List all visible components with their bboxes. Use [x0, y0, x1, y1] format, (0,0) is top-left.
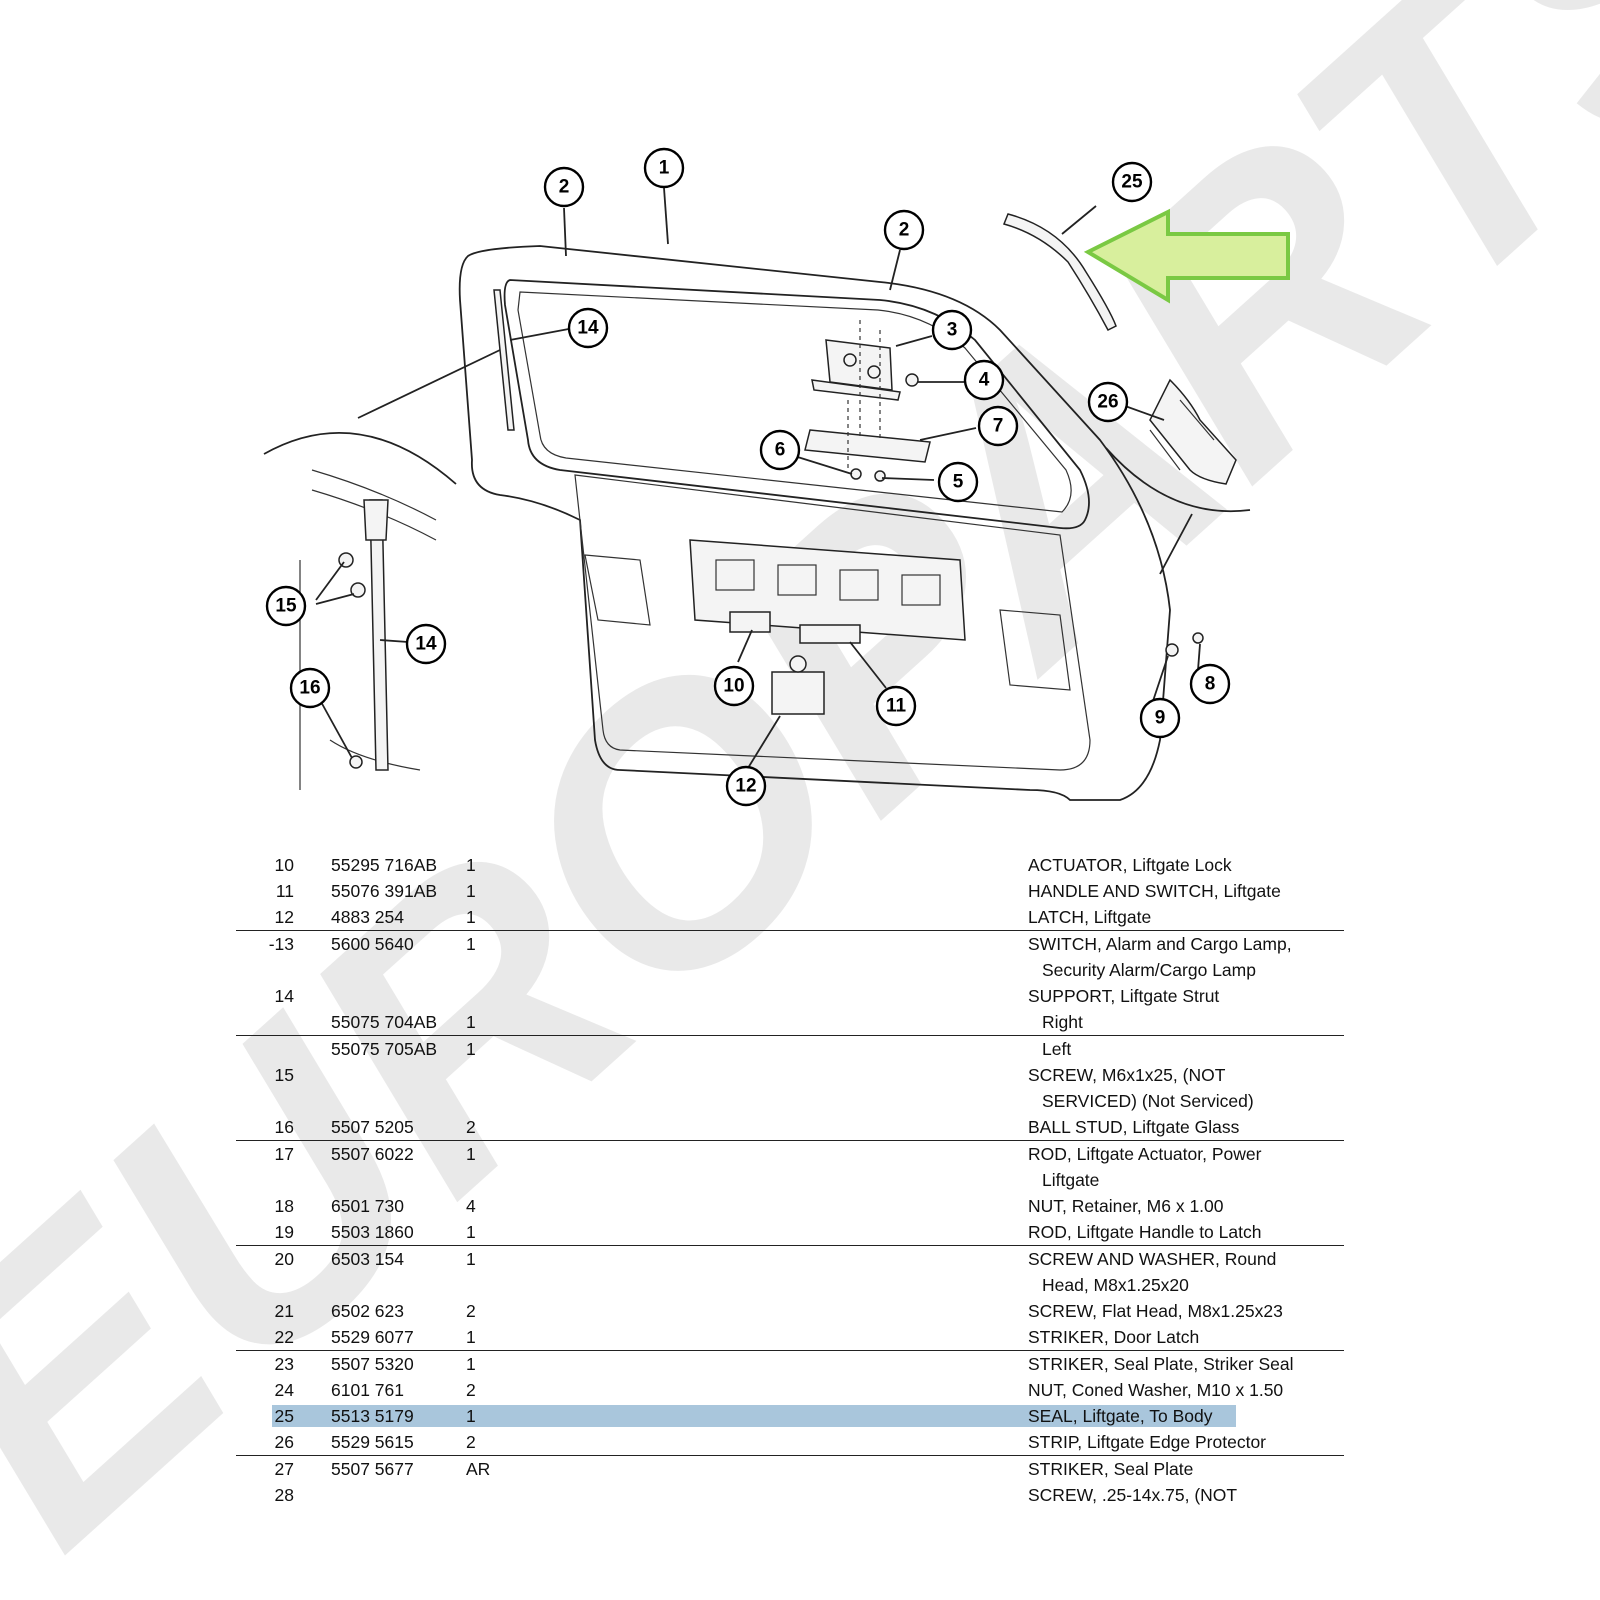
callout-5: 5 [937, 461, 979, 503]
table-row: Head, M8x1.25x20 [1042, 1275, 1189, 1295]
row-highlight [272, 1405, 1236, 1427]
svg-text:2: 2 [559, 177, 570, 198]
table-row: SERVICED) (Not Serviced) [1042, 1091, 1254, 1111]
callout-26: 26 [1087, 381, 1129, 423]
svg-text:25: 25 [1121, 172, 1143, 193]
liftgate-exploded-diagram: 1 2 2 3 4 7 6 5 14 25 26 8 9 10 11 12 15… [263, 147, 1290, 807]
callout-11: 11 [875, 685, 917, 727]
callout-2-right: 2 [883, 209, 925, 251]
callout-3: 3 [931, 309, 973, 351]
svg-text:12: 12 [735, 776, 756, 797]
callout-10: 10 [713, 665, 755, 707]
callout-8: 8 [1189, 663, 1231, 705]
callout-1: 1 [643, 147, 685, 189]
callout-15: 15 [265, 585, 307, 627]
table-row: Security Alarm/Cargo Lamp [1042, 960, 1256, 980]
svg-text:1: 1 [659, 158, 670, 179]
svg-text:6: 6 [775, 440, 786, 461]
table-row: Liftgate [1042, 1170, 1100, 1190]
callout-9: 9 [1139, 697, 1181, 739]
callout-4: 4 [963, 359, 1005, 401]
callout-7: 7 [977, 405, 1019, 447]
callout-6: 6 [759, 429, 801, 471]
callout-16: 16 [289, 667, 331, 709]
svg-text:4: 4 [979, 370, 990, 391]
highlight-arrow [1083, 208, 1290, 304]
callout-14-detail: 14 [405, 623, 447, 665]
svg-text:15: 15 [275, 596, 297, 617]
svg-text:14: 14 [415, 634, 437, 655]
svg-text:2: 2 [899, 220, 910, 241]
svg-text:7: 7 [993, 416, 1004, 437]
svg-text:16: 16 [299, 678, 320, 699]
svg-text:5: 5 [953, 472, 964, 493]
callout-25: 25 [1111, 161, 1153, 203]
svg-text:11: 11 [886, 696, 907, 717]
svg-text:8: 8 [1205, 674, 1216, 695]
svg-text:10: 10 [723, 676, 744, 697]
svg-text:26: 26 [1097, 392, 1118, 413]
callout-12: 12 [725, 765, 767, 807]
svg-text:9: 9 [1155, 708, 1166, 729]
callout-2-left: 2 [543, 166, 585, 208]
svg-text:14: 14 [577, 318, 599, 339]
callout-14-main: 14 [567, 307, 609, 349]
svg-text:3: 3 [947, 320, 958, 341]
